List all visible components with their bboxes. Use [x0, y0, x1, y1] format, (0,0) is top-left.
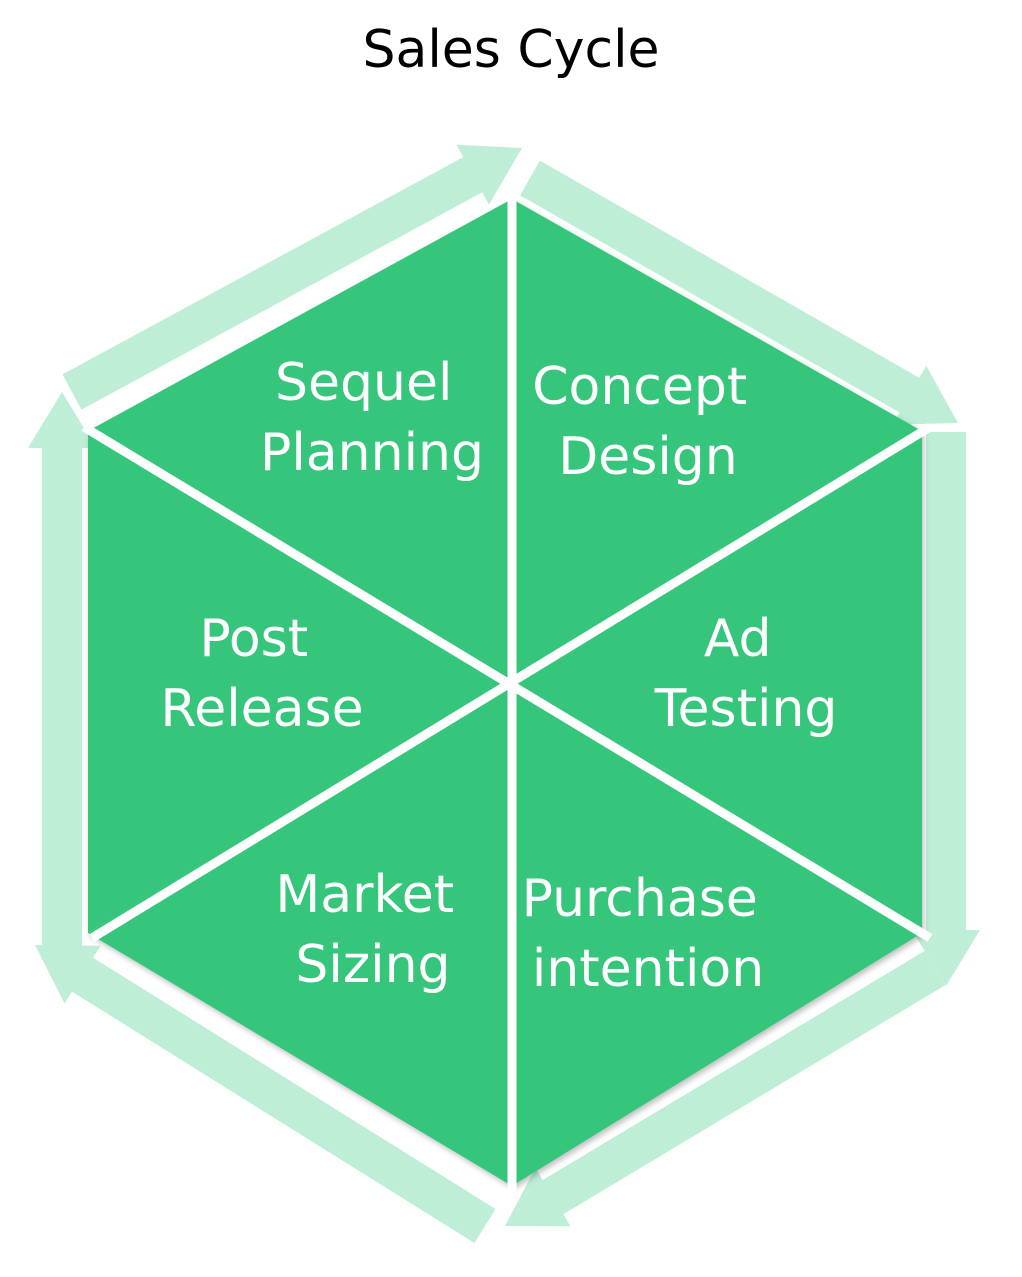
- segment-purchase-intention: [512, 680, 922, 1186]
- segment-label-concept-design: Concept Design: [532, 357, 764, 487]
- diagram-title: Sales Cycle: [362, 20, 660, 80]
- hexagon-segments: [88, 199, 922, 1186]
- segment-concept-design: [512, 199, 922, 680]
- segment-post-release: [88, 431, 512, 933]
- segment-dividers: [81, 192, 933, 1192]
- segment-ad-testing: [512, 431, 922, 933]
- segment-label-sequel-planning: Sequel Planning: [260, 353, 484, 483]
- cycle-arrow-3: [505, 950, 946, 1227]
- segment-labels: Concept Design Ad Testing Purchase inten…: [160, 353, 837, 999]
- cycle-arrow-1: [520, 160, 958, 425]
- cycle-arrows: [28, 144, 980, 1243]
- cycle-arrow-4: [35, 945, 496, 1243]
- segment-label-market-sizing: Market Sizing: [275, 865, 470, 995]
- segment-label-purchase-intention: Purchase intention: [522, 869, 775, 999]
- cycle-arrow-2: [912, 432, 980, 986]
- segment-market-sizing: [88, 680, 512, 1186]
- cycle-arrow-5: [28, 392, 96, 960]
- cycle-arrow-6: [62, 144, 522, 410]
- segment-label-post-release: Post Release: [160, 609, 363, 739]
- segment-label-ad-testing: Ad Testing: [654, 609, 838, 739]
- segment-sequel-planning: [88, 199, 512, 680]
